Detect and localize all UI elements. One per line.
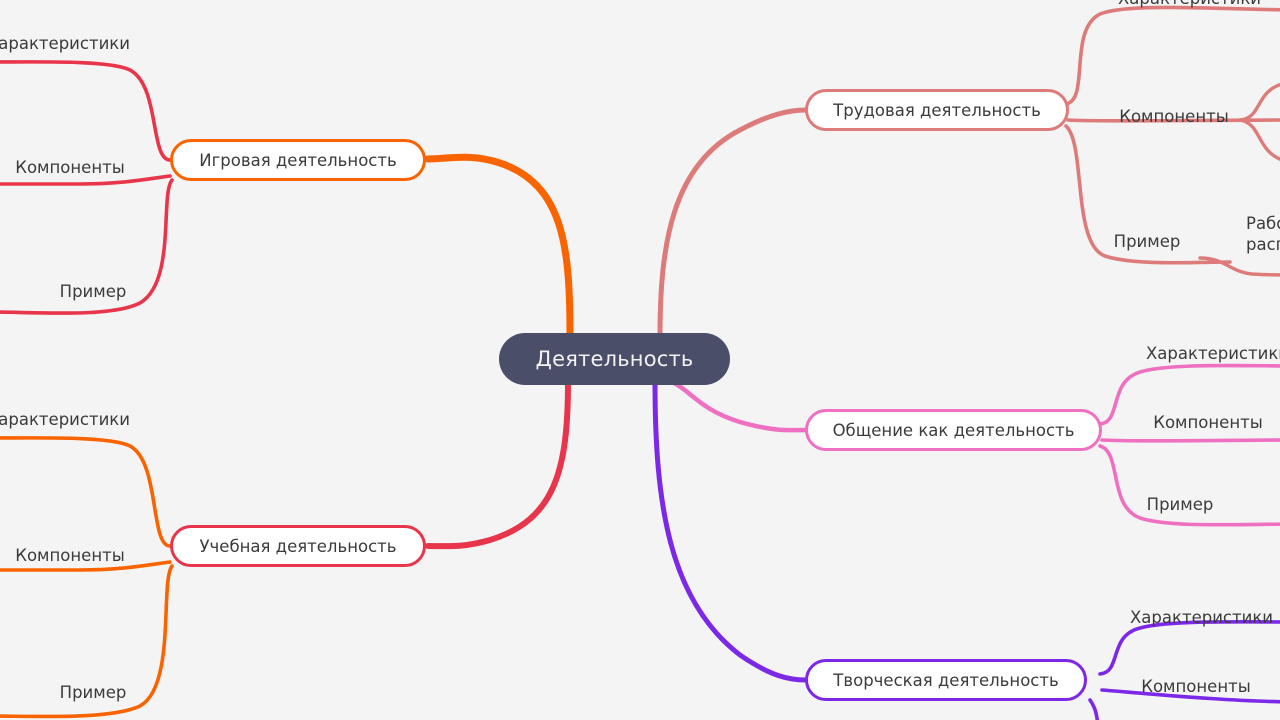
leaf-label: Компоненты (15, 157, 125, 177)
branch-label-uchebnaya: Учебная деятельность (199, 536, 397, 556)
leaf-label: Компоненты (1153, 412, 1263, 432)
leaf-igrovaya-komponenty[interactable]: Компоненты (10, 155, 130, 179)
leaf-label: Пример (1146, 494, 1214, 514)
leaf-label: Компоненты (1141, 676, 1251, 696)
edge-trudovaya-to-top-clipped (1064, 5, 1280, 106)
edge-trudovaya-to-komponenty (1066, 118, 1280, 123)
leaf-label: Характеристики (0, 409, 130, 429)
leaf-tvorcheskaya-harakteristiki[interactable]: Характеристики (1130, 605, 1280, 629)
branch-node-igrovaya-deyatelnost[interactable]: Игровая деятельность (170, 139, 426, 181)
leaf-label: Характеристики (1146, 343, 1280, 363)
branch-label-obschenie: Общение как деятельность (832, 420, 1075, 440)
edge-uchebnaya-to-komponenty (0, 560, 172, 572)
edge-komponenty-fan-up (1238, 82, 1280, 122)
leaf-label: Пример (1113, 231, 1181, 251)
edge-obschenie-to-primer (1098, 444, 1280, 527)
root-node-label: Деятельность (535, 347, 694, 371)
edge-tvorcheskaya-to-komponenty (1100, 688, 1280, 704)
leaf-label: Характеристики (1118, 0, 1261, 8)
branch-label-tvorcheskaya: Творческая деятельность (833, 670, 1059, 690)
leaf-label: Пример (59, 682, 127, 702)
edge-root-to-obschenie (669, 379, 809, 433)
root-node-deyatelnost[interactable]: Деятельность (499, 333, 730, 385)
edge-igrovaya-to-primer (0, 178, 174, 315)
edge-root-to-igrovaya (424, 153, 574, 342)
edge-obschenie-to-harakteristiki (1098, 363, 1280, 426)
leaf-igrovaya-primer[interactable]: Пример (56, 279, 130, 303)
edge-tvorcheskaya-to-lower (1088, 698, 1100, 720)
leaf-trudovaya-komponenty[interactable]: Компоненты (1109, 104, 1239, 128)
edge-root-to-uchebnaya (425, 379, 571, 550)
branch-node-tvorcheskaya-deyatelnost[interactable]: Творческая деятельность (805, 659, 1087, 701)
leaf-label: Характеристики (1130, 607, 1274, 627)
leaf-label: Работа по расписанию (1246, 214, 1280, 255)
leaf-obschenie-harakteristiki[interactable]: Характеристики (1146, 341, 1280, 365)
edge-tvorcheskaya-to-harakteristiki (1098, 619, 1280, 676)
edge-root-to-trudovaya (657, 107, 809, 339)
leaf-label: Пример (59, 281, 127, 301)
edge-uchebnaya-to-primer (0, 564, 174, 719)
branch-node-obschenie-kak-deyatelnost[interactable]: Общение как деятельность (805, 409, 1102, 451)
leaf-trudovaya-primer-rabota[interactable]: Работа по расписанию (1246, 213, 1280, 255)
leaf-igrovaya-harakteristiki[interactable]: Характеристики (0, 31, 130, 55)
leaf-tvorcheskaya-komponenty[interactable]: Компоненты (1131, 674, 1261, 698)
edge-komponenty-fan-down (1238, 118, 1280, 161)
edge-primer-to-rabota (1198, 256, 1280, 277)
leaf-obschenie-primer[interactable]: Пример (1143, 492, 1217, 516)
edge-uchebnaya-to-harakteristiki (0, 436, 172, 548)
branch-label-trudovaya: Трудовая деятельность (833, 100, 1041, 120)
leaf-label: Компоненты (15, 545, 125, 565)
leaf-obschenie-komponenty[interactable]: Компоненты (1143, 410, 1273, 434)
edge-trudovaya-to-primer (1064, 124, 1232, 265)
leaf-uchebnaya-harakteristiki[interactable]: Характеристики (0, 407, 130, 431)
leaf-uchebnaya-komponenty[interactable]: Компоненты (10, 543, 130, 567)
leaf-uchebnaya-primer[interactable]: Пример (56, 680, 130, 704)
leaf-label: Компоненты (1119, 106, 1229, 126)
edge-igrovaya-to-komponenty (0, 174, 172, 186)
edge-obschenie-to-komponenty (1100, 438, 1280, 443)
branch-label-igrovaya: Игровая деятельность (199, 150, 397, 170)
leaf-label: Характеристики (0, 33, 130, 53)
leaf-trudovaya-primer[interactable]: Пример (1110, 229, 1184, 253)
branch-node-uchebnaya-deyatelnost[interactable]: Учебная деятельность (170, 525, 426, 567)
leaf-trudovaya-top-clipped[interactable]: Характеристики (1118, 0, 1280, 10)
edge-root-to-tvorcheskaya (652, 379, 809, 683)
edge-igrovaya-to-harakteristiki (0, 60, 172, 162)
branch-node-trudovaya-deyatelnost[interactable]: Трудовая деятельность (805, 89, 1069, 131)
